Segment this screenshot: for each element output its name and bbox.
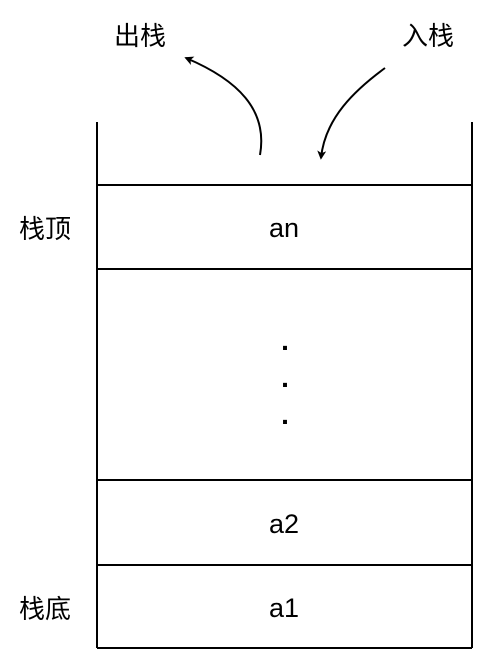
pop-label: 出栈 bbox=[114, 22, 166, 52]
stack-top-label: 栈顶 bbox=[19, 215, 71, 245]
ellipsis-dot: . bbox=[281, 325, 289, 356]
ellipsis-dot: . bbox=[281, 399, 289, 430]
push-label: 入栈 bbox=[402, 22, 454, 52]
stack-bottom-label: 栈底 bbox=[19, 595, 71, 625]
push-arrow bbox=[317, 67, 386, 160]
bottom-element-text: a1 bbox=[269, 593, 299, 623]
second-element-text: a2 bbox=[269, 509, 299, 539]
ellipsis-dot: . bbox=[281, 362, 289, 393]
pop-arrow bbox=[184, 56, 263, 156]
top-element-text: an bbox=[269, 213, 299, 243]
